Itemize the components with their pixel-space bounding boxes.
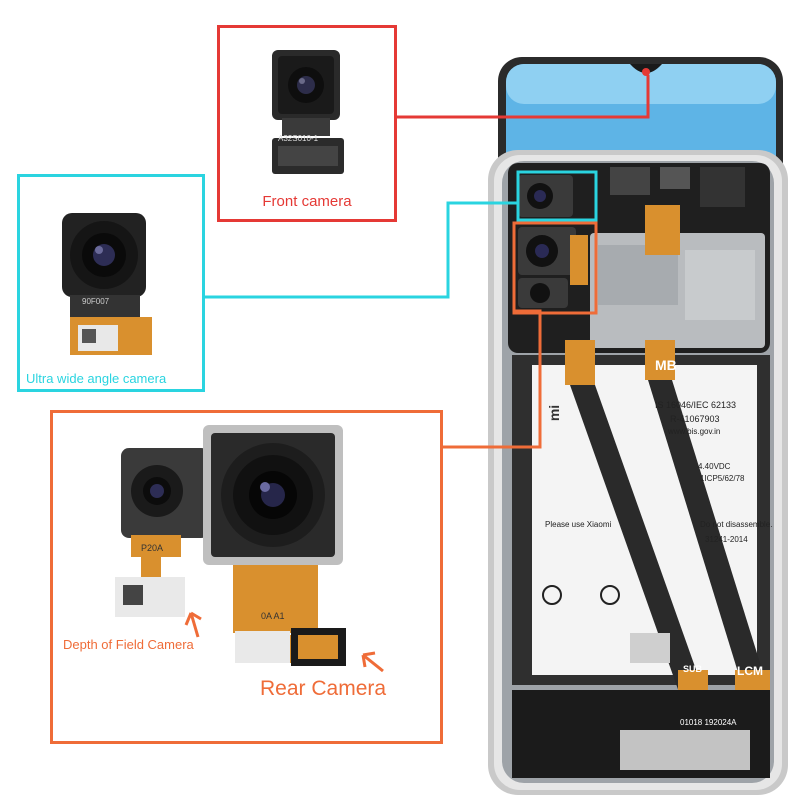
front-camera-callout: A32S010-1 Front camera xyxy=(217,25,397,222)
battery-brand: mi xyxy=(546,404,563,422)
battery-site: www.bis.gov.in xyxy=(668,427,721,436)
battery-warning-2: Do not disassemble. xyxy=(700,520,773,529)
depth-camera-label: Depth of Field Camera xyxy=(63,637,194,652)
battery-code: 31241-2014 xyxy=(705,535,748,544)
front-camera-module xyxy=(272,50,344,174)
ultra-wide-camera-callout: 90F007 Ultra wide angle camera xyxy=(17,174,205,392)
battery-cert: IS 16046/IEC 62133 xyxy=(655,400,737,410)
ultra-wide-camera-module xyxy=(62,213,152,355)
rear-camera-modules xyxy=(115,425,384,673)
phone-illustration xyxy=(488,57,788,795)
phone-disassembled xyxy=(480,55,798,800)
rear-module-code: 0A A1 xyxy=(261,611,285,621)
cable-label-mb: MB xyxy=(655,357,677,373)
battery-warning-1: Please use Xiaomi xyxy=(545,520,612,529)
battery-cell: 1ICP5/62/78 xyxy=(700,474,745,483)
bottom-code: 01018 192024A xyxy=(680,718,737,727)
rear-camera-callout: P20A 0A A1 Depth of Field Camera Rear Ca… xyxy=(50,410,443,744)
ultra-wide-label: Ultra wide angle camera xyxy=(26,371,167,386)
depth-module-code: P20A xyxy=(141,543,164,553)
cable-label-sub: SUB xyxy=(683,664,703,674)
battery-voltage: 4.40VDC xyxy=(698,462,731,471)
front-module-code: A32S010-1 xyxy=(278,134,319,143)
ultra-module-code: 90F007 xyxy=(82,297,110,306)
battery-model: R-41067903 xyxy=(670,414,720,424)
front-camera-label: Front camera xyxy=(262,193,352,210)
cable-label-lcm: LCM xyxy=(737,664,763,678)
rear-camera-label: Rear Camera xyxy=(260,677,387,700)
